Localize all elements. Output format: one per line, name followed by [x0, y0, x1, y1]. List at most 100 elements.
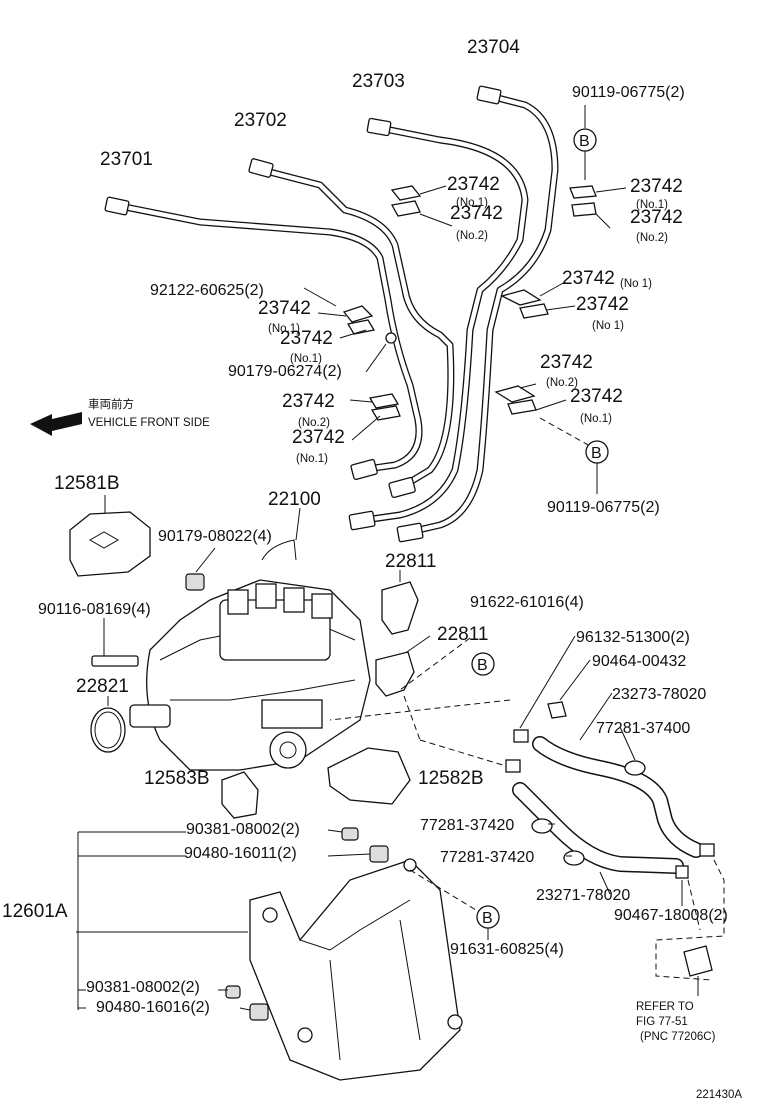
front-label-en: VEHICLE FRONT SIDE [88, 417, 210, 429]
label-bolt-mid: 90119-06775(2) [547, 499, 660, 516]
label-hose2: 23271-78020 [536, 887, 630, 904]
vehicle-front-arrow: 車両前方 VEHICLE FRONT SIDE [30, 397, 210, 436]
svg-text:B: B [482, 910, 493, 927]
label-clamp: 23742 [576, 294, 629, 315]
refer-line-1: REFER TO [636, 1001, 694, 1013]
hose-leaders [329, 635, 725, 981]
label-hose1: 23273-78020 [612, 686, 706, 703]
bracket-leaders [76, 829, 489, 1011]
label-w3: 90381-08002(2) [86, 979, 200, 996]
label-w4: 90480-16016(2) [96, 999, 210, 1016]
washer-icon [341, 827, 359, 841]
hose-clamp-icon [563, 850, 585, 866]
label-clamp: 23742 [258, 298, 311, 319]
label-stud2: 90116-08169(4) [38, 601, 151, 618]
label-22821: 22821 [76, 676, 129, 697]
washer-icon [225, 985, 241, 999]
label-bolt-top: 90119-06775(2) [572, 84, 685, 101]
part-labels: 23701 23702 23703 23704 90119-06775(2) 2… [2, 37, 742, 1101]
bolt-hole [403, 858, 417, 872]
leader-lines [317, 105, 627, 447]
label-clamp-no: (No.1) [268, 323, 300, 335]
refer-line-3: (PNC 77206C) [640, 1031, 716, 1043]
label-23704: 23704 [467, 37, 520, 58]
label-clamp-no: (No.1) [580, 413, 612, 425]
delivery-valve [311, 593, 333, 619]
pipe-nut [366, 117, 392, 137]
label-clamp-no: (No 1) [620, 278, 652, 290]
bolt-hole [297, 1027, 313, 1043]
pipe-nut [348, 510, 376, 531]
hose-fitting [513, 729, 529, 743]
nut-icon [385, 332, 397, 344]
pump-gear [269, 731, 307, 769]
pipe-clamps [303, 185, 597, 421]
hose-clamp-icon [624, 760, 646, 776]
label-clamp-no: (No 1) [592, 320, 624, 332]
clip-icon [547, 701, 567, 719]
pump-plate [261, 699, 323, 729]
o-ring-icon [90, 707, 126, 753]
pump-shaft [129, 704, 171, 728]
bolt-hole [447, 1014, 463, 1030]
label-bolt3: 91622-61016(4) [470, 594, 584, 611]
hose-fitting [505, 759, 521, 773]
refer-line-2: FIG 77-51 [636, 1016, 688, 1028]
label-clamp-no: (No.2) [546, 377, 578, 389]
fuel-hoses [505, 701, 715, 879]
label-22811-b: 22811 [437, 624, 488, 645]
label-12581b: 12581B [54, 473, 120, 494]
label-clamp: 23742 [540, 352, 593, 373]
washer-icon [369, 845, 389, 863]
label-clamp: 23742 [630, 207, 683, 228]
label-clip2: 90467-18008(2) [614, 907, 728, 924]
label-clamp-no: (No.1) [456, 197, 488, 209]
delivery-valve [227, 589, 249, 615]
figure-number: 221430A [696, 1089, 742, 1101]
label-clamp1: 77281-37400 [596, 720, 690, 737]
label-clip: 90464-00432 [592, 653, 686, 670]
hose-clamp-icon [531, 818, 553, 834]
svg-text:B: B [579, 133, 590, 150]
label-nut: 90179-06274(2) [228, 363, 342, 380]
delivery-valve [255, 583, 277, 609]
label-clamp: 23742 [570, 386, 623, 407]
front-label-jp: 車両前方 [88, 397, 134, 411]
label-clamp-no: (No.2) [456, 230, 488, 242]
label-stud: 92122-60625(2) [150, 282, 264, 299]
label-clamp-no: (No.2) [636, 232, 668, 244]
label-12582b: 12582B [418, 768, 484, 789]
label-bolt4: 91631-60825(4) [450, 941, 564, 958]
label-clamp: 23742 [630, 176, 683, 197]
hose-clip-icon [699, 843, 715, 857]
pipe-nut [350, 458, 378, 481]
label-23701: 23701 [100, 149, 153, 170]
label-clamp-no: (No.2) [298, 417, 330, 429]
pipe-nut [396, 522, 424, 543]
pipe-nut [104, 196, 130, 216]
label-clamp-no: (No.1) [290, 353, 322, 365]
label-12601a: 12601A [2, 901, 68, 922]
arrow-left-icon [30, 412, 82, 436]
injection-pipes [104, 85, 559, 543]
label-22100: 22100 [268, 489, 321, 510]
label-clamp: 23742 [282, 391, 335, 412]
label-w1: 90381-08002(2) [186, 821, 300, 838]
label-clamp: 23742 [450, 203, 503, 224]
hose-clip-icon [675, 865, 689, 879]
delivery-valve [283, 587, 305, 613]
injection-pump [90, 539, 371, 771]
label-clamp-no: (No.1) [296, 453, 328, 465]
pipe-nut [476, 85, 502, 105]
label-clamp2: 77281-37420 [420, 817, 514, 834]
label-clamp: 23742 [447, 174, 500, 195]
svg-text:B: B [477, 657, 488, 674]
ref-marker-b: B B B B [471, 128, 609, 929]
label-hosefit: 96132-51300(2) [576, 629, 690, 646]
stud-icon [91, 655, 139, 667]
label-clamp: 23742 [292, 427, 345, 448]
pump-leaders [103, 495, 431, 706]
label-clamp: 23742 [562, 268, 615, 289]
